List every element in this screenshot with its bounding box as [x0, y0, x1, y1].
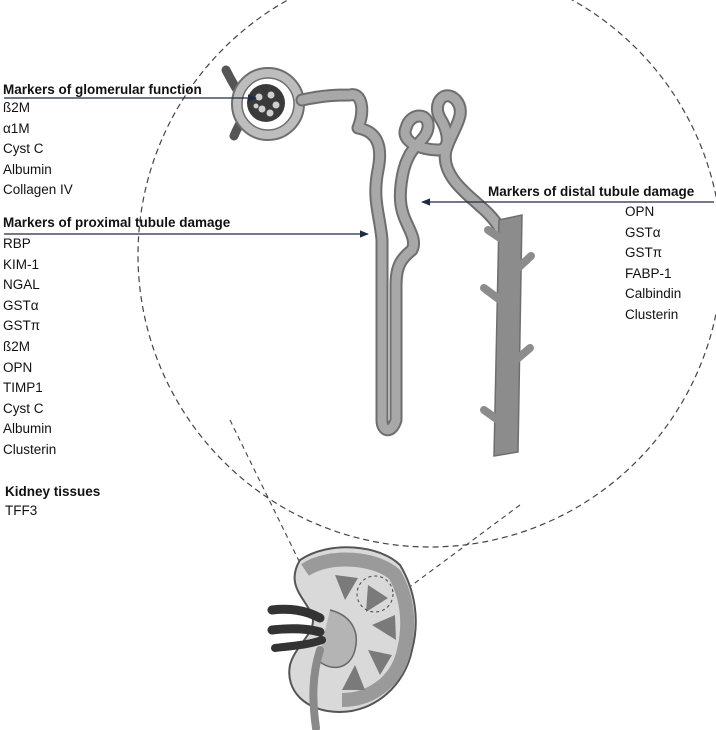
list-item: OPN [3, 359, 33, 375]
list-item: ß2M [3, 338, 30, 354]
list-item: Cyst C [3, 141, 44, 157]
kidney-tissues-title: Kidney tissues [5, 484, 101, 499]
list-item: FABP-1 [625, 265, 672, 281]
proximal-title: Markers of proximal tubule damage [3, 215, 231, 230]
distal-list: OPN GSTα GSTπ FABP-1 Calbindin Clusterin [625, 202, 681, 326]
list-item: OPN [625, 204, 655, 219]
glomerular-list: ß2M α1M Cyst C Albumin Collagen IV [3, 98, 73, 201]
list-item: RBP [3, 236, 31, 251]
list-item: KIM-1 [3, 256, 40, 272]
list-item: GSTπ [625, 245, 663, 261]
list-item: TIMP1 [3, 380, 43, 396]
zoom-line-right [391, 504, 521, 601]
kidney-tissues-list: TFF3 [5, 501, 37, 522]
list-item: Albumin [3, 421, 52, 437]
list-item: α1M [3, 120, 30, 136]
list-item: GSTπ [3, 318, 41, 334]
glomerulus [221, 65, 305, 141]
list-item: Collagen IV [3, 182, 73, 198]
list-item: GSTα [3, 297, 39, 313]
list-item: ß2M [3, 100, 30, 115]
list-item: Albumin [3, 161, 52, 177]
list-item: Clusterin [625, 306, 679, 322]
list-item: Clusterin [3, 441, 57, 457]
glomerular-title: Markers of glomerular function [3, 82, 202, 97]
kidney-illustration [267, 546, 417, 730]
list-item: TFF3 [5, 503, 38, 518]
list-item: Calbindin [625, 286, 682, 302]
list-item: Cyst C [3, 400, 44, 416]
distal-title: Markers of distal tubule damage [488, 184, 695, 199]
list-item: GSTα [625, 224, 661, 240]
nephron-tubule [295, 88, 512, 437]
list-item: NGAL [3, 277, 40, 293]
collecting-duct [480, 214, 535, 457]
proximal-list: RBP KIM-1 NGAL GSTα GSTπ ß2M OPN TIMP1 C… [3, 234, 56, 461]
